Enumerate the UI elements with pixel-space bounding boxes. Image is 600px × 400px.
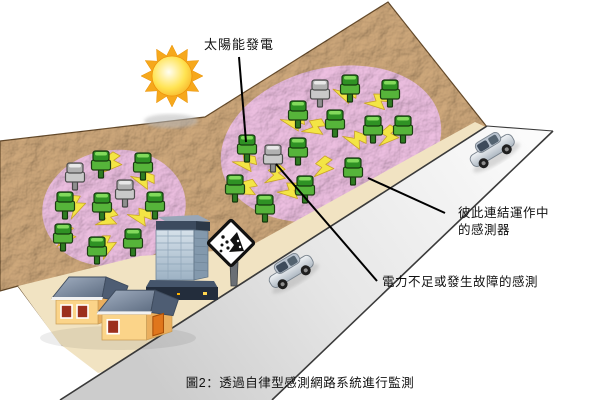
connected-sensors-label-line1: 彼此連結運作中 xyxy=(458,206,550,220)
connected-sensors-label: 彼此連結運作中 的感測器 xyxy=(458,205,549,239)
sensor-node-faulty xyxy=(114,179,136,208)
wireless-signal-bolt xyxy=(301,118,327,135)
road-left-edge xyxy=(59,125,488,400)
sun-icon xyxy=(140,44,204,128)
sensor-node-active xyxy=(122,228,144,257)
connected-sensors-label-line2: 的感測器 xyxy=(458,223,511,237)
sensor-node-active xyxy=(144,191,166,220)
office-tower xyxy=(146,215,218,300)
figure-caption: 圖2：透過自律型感測網路系統進行監測 xyxy=(185,376,415,390)
sensor-node-active xyxy=(236,134,258,163)
sensor-node-active xyxy=(254,194,276,223)
faulty-callout-line xyxy=(275,163,378,282)
car-icon xyxy=(469,132,520,173)
sensor-node-active xyxy=(287,137,309,166)
faulty-sensor-label: 電力不足或發生故障的感測 xyxy=(382,275,539,289)
sensor-node-active xyxy=(54,191,76,220)
sensor-node-faulty xyxy=(309,79,331,108)
sensor-node-active xyxy=(86,236,108,265)
wireless-signal-bolt xyxy=(313,155,335,178)
car-icon xyxy=(268,253,319,294)
sensor-node-active xyxy=(224,174,246,203)
wireless-signal-bolt xyxy=(231,154,258,173)
falling-rocks-glyph xyxy=(219,232,244,253)
sensor-node-active xyxy=(52,223,74,252)
sensor-node-active xyxy=(379,79,401,108)
sensor-node-faulty xyxy=(64,162,86,191)
sensor-node-faulty xyxy=(262,144,284,173)
wireless-signal-bolt xyxy=(126,207,152,227)
sensor-node-active xyxy=(287,100,309,129)
sign-diamond xyxy=(206,218,256,268)
road-right-edge xyxy=(271,130,554,400)
sensor-node-active xyxy=(90,150,112,179)
sensor-node-active xyxy=(132,152,154,181)
solar-power-label: 太陽能發電 xyxy=(204,37,275,52)
sensor-node-active xyxy=(362,115,384,144)
sensor-node-active xyxy=(324,109,346,138)
falling-rocks-sign xyxy=(206,218,256,287)
wireless-signal-bolt xyxy=(342,130,367,150)
connected-callout-line xyxy=(367,177,446,214)
sensor-node-active xyxy=(392,115,414,144)
sensor-node-active xyxy=(342,157,364,186)
sensor-node-active xyxy=(339,74,361,103)
sensor-node-active xyxy=(91,192,113,221)
solar-callout-line xyxy=(238,56,247,143)
house-icon xyxy=(96,289,179,341)
